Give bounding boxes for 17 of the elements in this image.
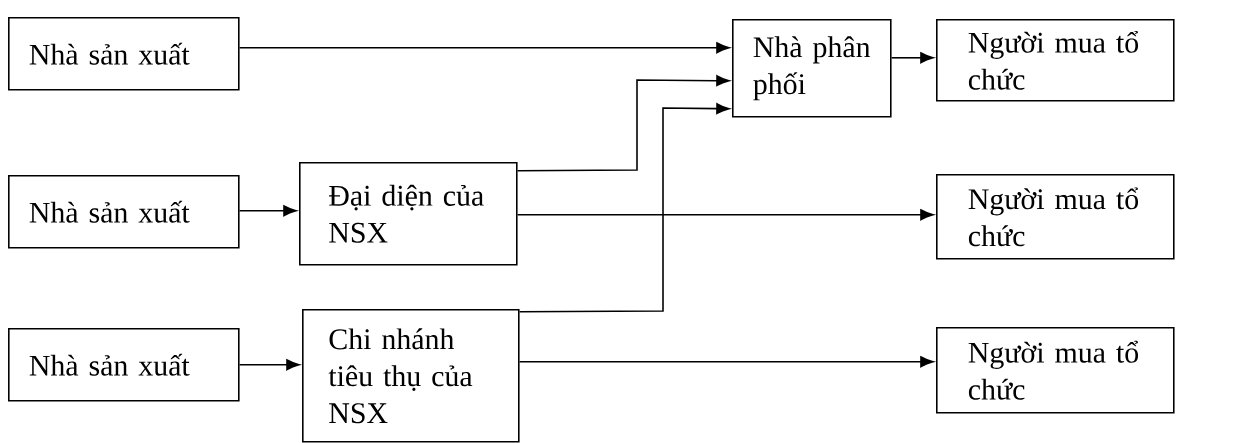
process-box: Nhà sản xuất xyxy=(8,328,240,402)
arrow xyxy=(516,209,934,221)
arrow xyxy=(238,359,300,371)
arrow xyxy=(238,42,730,54)
process-box: Người mua tổ chức xyxy=(936,19,1175,102)
process-box: Nhà phân phối xyxy=(732,19,892,118)
arrow xyxy=(238,205,297,217)
arrow xyxy=(518,356,934,368)
arrow xyxy=(516,75,730,172)
process-box: Chi nhánh tiêu thụ của NSX xyxy=(302,309,520,443)
process-box: Người mua tổ chức xyxy=(936,327,1175,414)
process-box: Người mua tổ chức xyxy=(936,174,1175,260)
arrow xyxy=(518,103,730,313)
process-box: Nhà sản xuất xyxy=(8,17,240,91)
arrow xyxy=(890,52,934,64)
process-box: Nhà sản xuất xyxy=(8,175,240,249)
process-box: Đại diện của NSX xyxy=(299,162,518,266)
